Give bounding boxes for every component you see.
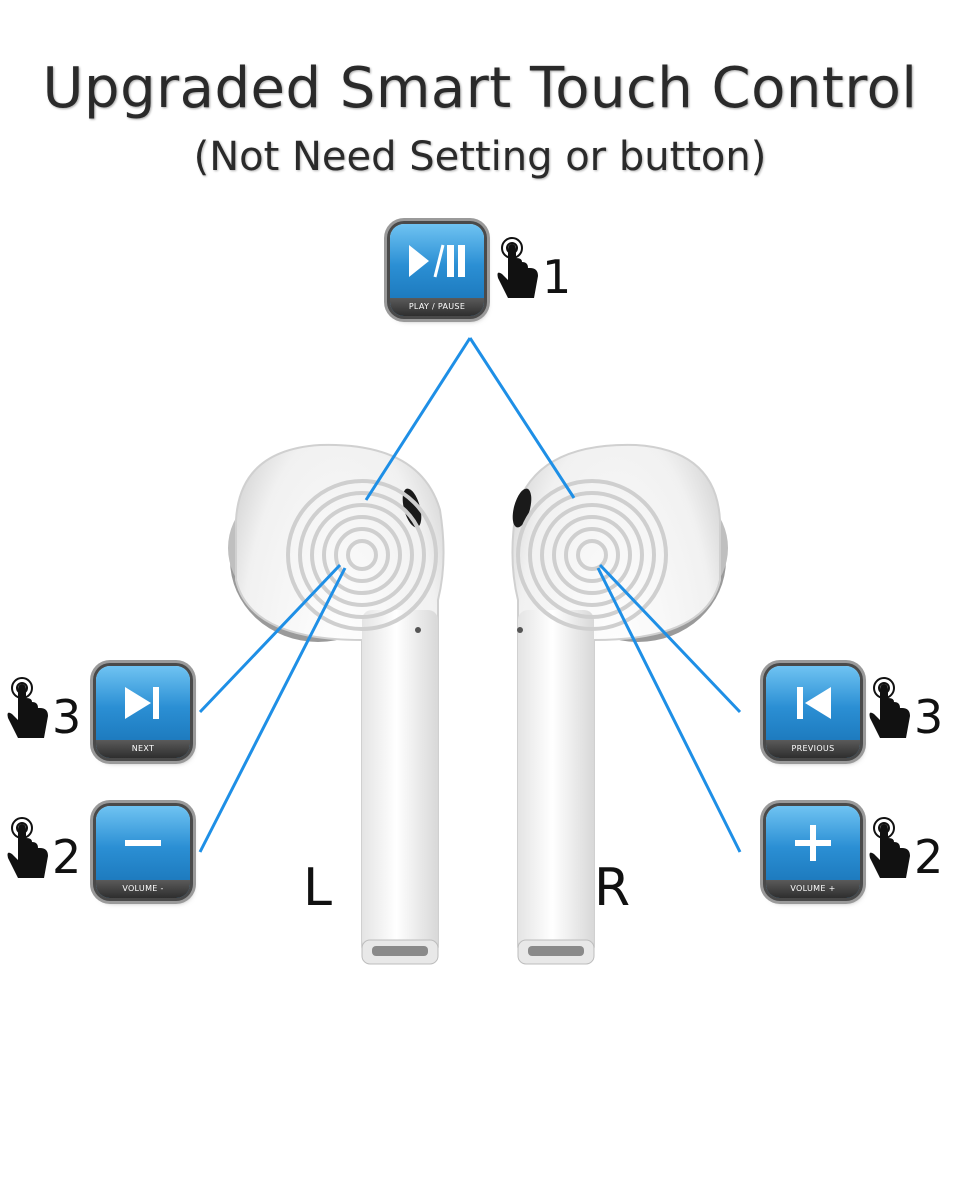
tap-count: 3 xyxy=(914,690,944,744)
connector-line-play-left xyxy=(364,337,472,501)
fingerprint-icon xyxy=(516,479,668,631)
minus-icon xyxy=(96,814,190,872)
left-earbud xyxy=(228,443,445,965)
connector-line-next xyxy=(198,563,342,714)
tap-count: 1 xyxy=(542,250,572,304)
right-earbud-label: R xyxy=(594,858,631,918)
next-caption: NEXT xyxy=(96,740,190,758)
tap-indicator-play-pause: 1 xyxy=(494,236,571,304)
tap-hand-icon xyxy=(497,237,538,298)
volume-up-caption: VOLUME + xyxy=(766,880,860,898)
volume-down-button: VOLUME - xyxy=(96,806,190,898)
volume-down-caption: VOLUME - xyxy=(96,880,190,898)
tap-count: 2 xyxy=(914,830,944,884)
tap-hand-icon xyxy=(869,677,910,738)
right-earbud xyxy=(511,443,728,965)
connector-line-play-right xyxy=(468,337,576,499)
previous-button: PREVIOUS xyxy=(766,666,860,758)
tap-indicator-volume-up: 2 xyxy=(866,816,943,884)
tap-count: 3 xyxy=(52,690,82,744)
previous-caption: PREVIOUS xyxy=(766,740,860,758)
connector-line-previous xyxy=(598,563,742,714)
page-subtitle: (Not Need Setting or button) xyxy=(193,134,767,180)
left-earbud-label: L xyxy=(303,858,332,918)
next-icon xyxy=(96,674,190,732)
tap-indicator-next: 3 xyxy=(4,676,81,744)
tap-hand-icon xyxy=(7,677,48,738)
plus-icon xyxy=(766,814,860,872)
connector-line-volume-up xyxy=(596,567,742,853)
tap-count: 2 xyxy=(52,830,82,884)
tap-indicator-volume-down: 2 xyxy=(4,816,81,884)
play-pause-icon xyxy=(390,232,484,290)
tap-hand-icon xyxy=(7,817,48,878)
fingerprint-icon xyxy=(286,479,438,631)
previous-icon xyxy=(766,674,860,732)
page-title: Upgraded Smart Touch Control xyxy=(42,56,918,121)
play-pause-button: PLAY / PAUSE xyxy=(390,224,484,316)
tap-indicator-previous: 3 xyxy=(866,676,943,744)
connector-line-volume-down xyxy=(198,567,347,853)
play-pause-caption: PLAY / PAUSE xyxy=(390,298,484,316)
volume-up-button: VOLUME + xyxy=(766,806,860,898)
next-button: NEXT xyxy=(96,666,190,758)
tap-hand-icon xyxy=(869,817,910,878)
